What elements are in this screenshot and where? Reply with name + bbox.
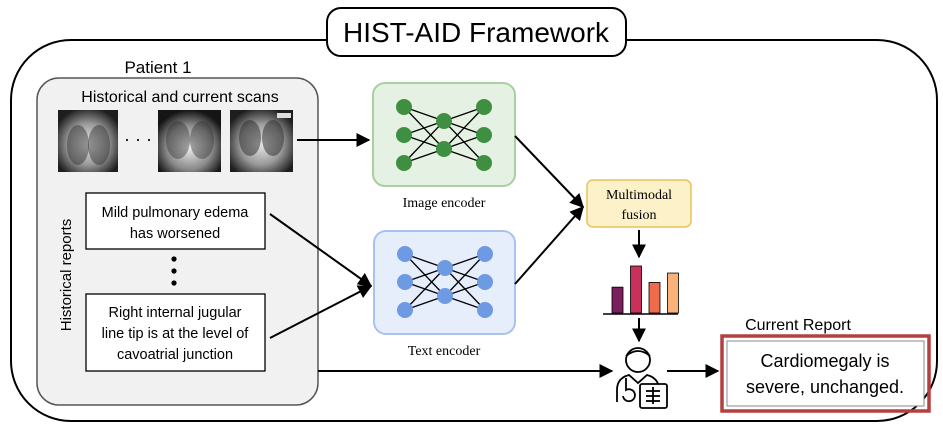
text-encoder-node: [437, 260, 453, 276]
arrow-report1-to-text-encoder: [269, 213, 373, 287]
scans-ellipsis: · · ·: [124, 129, 152, 149]
image-encoder-node: [396, 155, 412, 171]
fusion-line-2: fusion: [622, 208, 657, 223]
bar-2: [630, 265, 642, 314]
arrow-image-encoder-to-fusion: [514, 135, 584, 209]
text-encoder-node: [397, 302, 413, 318]
text-encoder-edge: [444, 253, 486, 297]
doctor-icon: [616, 347, 668, 409]
current-report-title: Current Report: [745, 317, 851, 334]
text-encoder-node: [477, 274, 493, 290]
image-encoder-label: Image encoder: [403, 196, 486, 211]
report-box-1: [85, 192, 266, 250]
fusion-line-1: Multimodal: [606, 188, 672, 203]
vertical-ellipsis: [171, 256, 177, 286]
image-encoder-node: [476, 155, 492, 171]
text-encoder-network: [397, 246, 493, 318]
image-encoder-node: [476, 127, 492, 143]
arrow-report2-to-text-encoder: [269, 285, 373, 339]
image-encoder-box: [372, 82, 516, 187]
flow-arrows: [269, 133, 720, 378]
text-encoder-node: [397, 246, 413, 262]
text-encoder-node: [477, 246, 493, 262]
text-encoder-box: [373, 230, 516, 335]
image-encoder-node: [396, 99, 412, 115]
report-2-line-1: Right internal jugular: [109, 305, 242, 321]
report-2-line-2: line tip is at the level of: [102, 326, 250, 342]
bar-3: [648, 282, 661, 314]
xray-scan-2: [158, 110, 221, 172]
report-1-line-2: has worsened: [130, 226, 220, 242]
image-encoder-network: [396, 99, 492, 171]
scans-title: Historical and current scans: [81, 89, 278, 106]
text-encoder-label: Text encoder: [408, 344, 481, 359]
patient-label: Patient 1: [124, 58, 191, 77]
image-encoder-node: [436, 113, 452, 129]
framework-title: HIST-AID Framework: [343, 17, 610, 48]
current-report-box: [720, 334, 931, 413]
fusion-box: [586, 179, 692, 228]
image-encoder-edge: [443, 106, 485, 150]
xray-scan-3: [230, 110, 293, 172]
text-encoder-edge: [404, 267, 446, 311]
xray-scan-1: [58, 110, 118, 172]
report-1-line-1: Mild pulmonary edema: [102, 205, 250, 221]
image-encoder-node: [476, 99, 492, 115]
text-encoder-node: [437, 288, 453, 304]
title-box: [326, 7, 627, 57]
bar-4: [667, 272, 679, 314]
image-encoder-node: [396, 127, 412, 143]
image-encoder-node: [436, 141, 452, 157]
current-report-line-2: severe, unchanged.: [746, 377, 904, 397]
current-report-inner-border: [726, 340, 925, 407]
image-encoder-edge: [403, 120, 445, 164]
current-report-line-1: Cardiomegaly is: [760, 351, 889, 371]
arrow-text-encoder-to-fusion: [514, 205, 584, 285]
text-encoder-node: [477, 302, 493, 318]
historical-reports-label: Historical reports: [58, 219, 75, 332]
attention-bar-chart: [611, 265, 679, 314]
report-2-line-3: cavoatrial junction: [117, 347, 233, 363]
bar-1: [611, 286, 624, 314]
report-box-2: [85, 293, 266, 372]
text-encoder-node: [397, 274, 413, 290]
